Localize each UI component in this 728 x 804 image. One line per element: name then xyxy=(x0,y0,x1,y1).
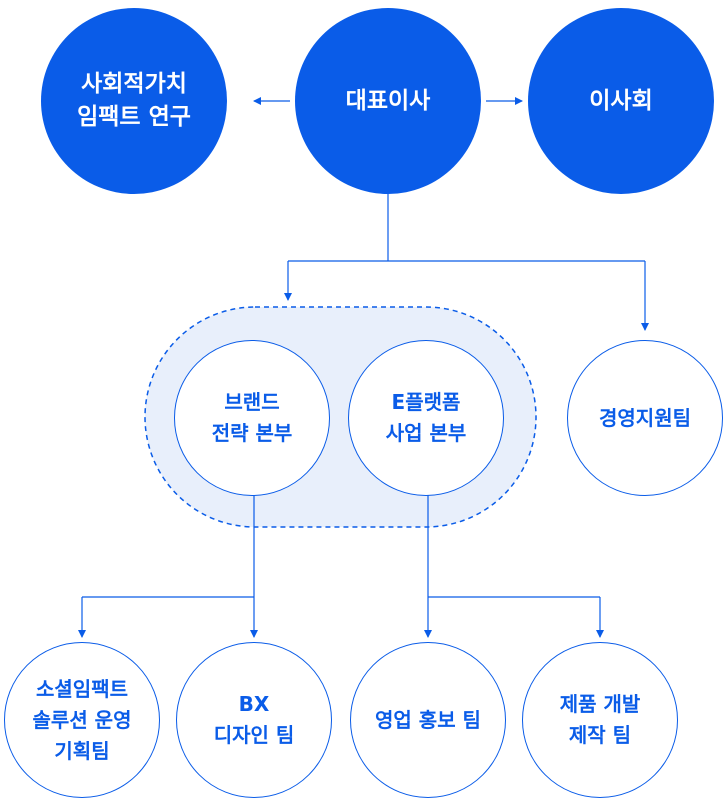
node-management-team: 경영지원팀 xyxy=(567,340,723,496)
node-social-impact-team: 소셜임팩트 솔루션 운영 기획팀 xyxy=(4,642,160,798)
node-board: 이사회 xyxy=(528,8,714,194)
node-product-dev-team: 제품 개발 제작 팀 xyxy=(522,642,678,798)
node-ceo: 대표이사 xyxy=(295,8,481,194)
node-platform-division: E플랫폼 사업 본부 xyxy=(348,340,504,496)
node-social-value-research: 사회적가치 임팩트 연구 xyxy=(41,8,227,194)
node-brand-division: 브랜드 전략 본부 xyxy=(174,340,330,496)
node-bx-design-team: BX 디자인 팀 xyxy=(176,642,332,798)
node-sales-promo-team: 영업 홍보 팀 xyxy=(350,642,506,798)
